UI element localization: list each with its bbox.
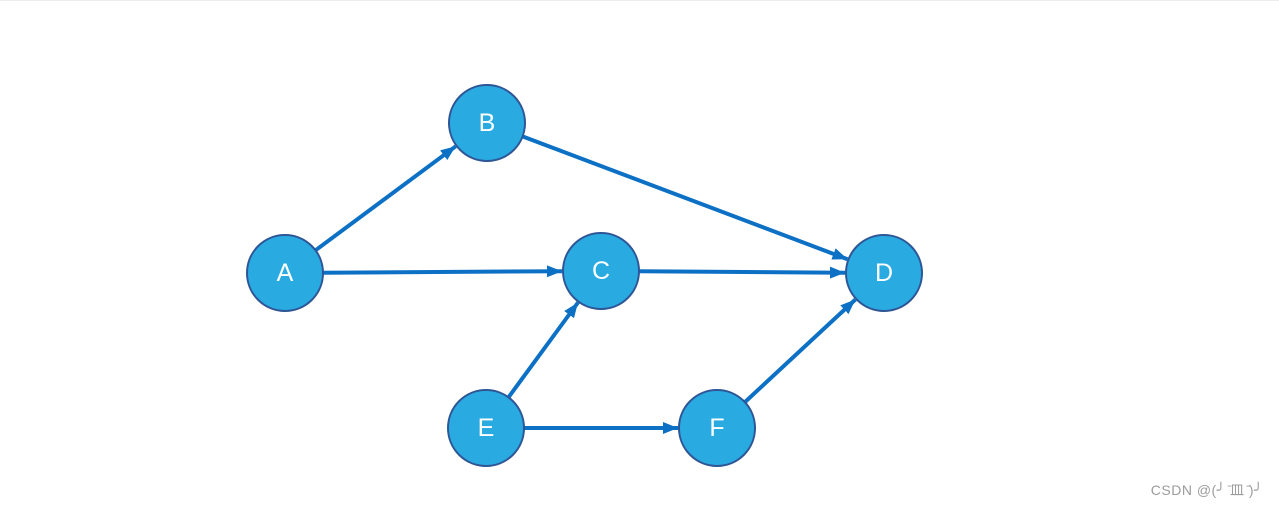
node-label-E: E [478,414,495,442]
node-label-A: A [277,259,294,287]
edge-C-to-D [638,266,846,279]
edge-F-to-D [743,298,857,404]
node-F: F [678,389,756,467]
edge-E-to-C [506,301,580,399]
node-D: D [845,234,923,312]
node-B: B [448,84,526,162]
node-circle-D [845,234,923,312]
node-circle-B [448,84,526,162]
csdn-watermark: CSDN @(╯ ̄皿 ̄)╯ [1150,482,1263,498]
node-label-C: C [592,257,610,285]
node-circle-E [447,389,525,467]
node-circle-F [678,389,756,467]
node-A: A [246,234,324,312]
edges-layer [314,134,857,434]
nodes-layer: A B C D E F [246,84,923,467]
node-label-B: B [479,109,496,137]
edge-B-to-D [521,134,849,262]
node-circle-C [562,232,640,310]
edge-A-to-C [322,265,563,278]
node-label-D: D [875,259,893,287]
node-circle-A [246,234,324,312]
node-C: C [562,232,640,310]
node-E: E [447,389,525,467]
node-label-F: F [709,414,724,442]
edge-A-to-B [314,144,457,252]
